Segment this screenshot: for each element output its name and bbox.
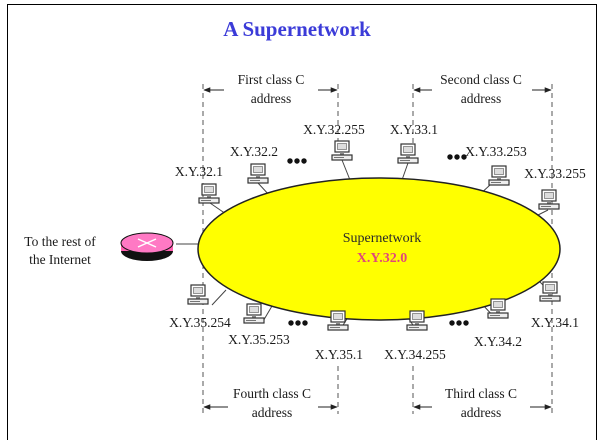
fourth-block-label-line2: address — [252, 405, 293, 420]
computer-icon — [198, 183, 220, 204]
fourth-block-label-line1: Fourth class C — [233, 386, 311, 401]
ellipsis: ••• — [448, 313, 469, 335]
computer-icon — [539, 281, 561, 302]
third-block-label-line1: Third class C — [445, 386, 517, 401]
router-icon — [120, 232, 174, 261]
fourth-block-range: Fourth class C address — [203, 366, 339, 420]
router-label-line2: the Internet — [29, 252, 91, 267]
host-label: X.Y.32.255 — [303, 122, 365, 137]
host-label: X.Y.33.1 — [390, 122, 438, 137]
slide-frame — [7, 4, 597, 440]
computer-icon — [243, 303, 265, 324]
first-block-range: First class C address — [202, 72, 339, 414]
supernetwork-ellipse — [197, 177, 561, 321]
ellipsis: ••• — [286, 151, 307, 173]
computer-icon — [331, 140, 353, 161]
host-label: X.Y.34.255 — [384, 347, 446, 362]
computer-icon — [406, 310, 428, 331]
host-label: X.Y.32.1 — [175, 164, 223, 179]
host-label: X.Y.34.2 — [474, 334, 522, 349]
diagram-title: A Supernetwork — [223, 17, 371, 41]
host-label: X.Y.32.2 — [230, 144, 278, 159]
second-block-range: Second class C address — [412, 72, 553, 414]
host-label: X.Y.35.253 — [228, 332, 290, 347]
computer-icon — [187, 284, 209, 305]
third-block-label-line2: address — [461, 405, 502, 420]
third-block-range: Third class C address — [412, 366, 552, 420]
first-block-label-line1: First class C — [238, 72, 305, 87]
host-label: X.Y.35.1 — [315, 347, 363, 362]
supernetwork-address: X.Y.32.0 — [357, 251, 407, 266]
second-block-label-line2: address — [461, 91, 502, 106]
computer-icon — [488, 165, 510, 186]
computer-icon — [397, 143, 419, 164]
host-label: X.Y.33.253 — [465, 144, 527, 159]
computer-icon — [487, 298, 509, 319]
computer-icon — [538, 189, 560, 210]
host-label: X.Y.35.254 — [169, 315, 231, 330]
ellipsis: ••• — [446, 147, 467, 169]
router-label-line1: To the rest of — [24, 234, 96, 249]
supernetwork-name: Supernetwork — [343, 231, 422, 246]
computer-icon — [247, 163, 269, 184]
computer-icon — [327, 310, 349, 331]
first-block-label-line2: address — [251, 91, 292, 106]
host-label: X.Y.33.255 — [524, 166, 586, 181]
second-block-label-line1: Second class C — [440, 72, 522, 87]
ellipsis: ••• — [287, 313, 308, 335]
host-label: X.Y.34.1 — [531, 315, 579, 330]
